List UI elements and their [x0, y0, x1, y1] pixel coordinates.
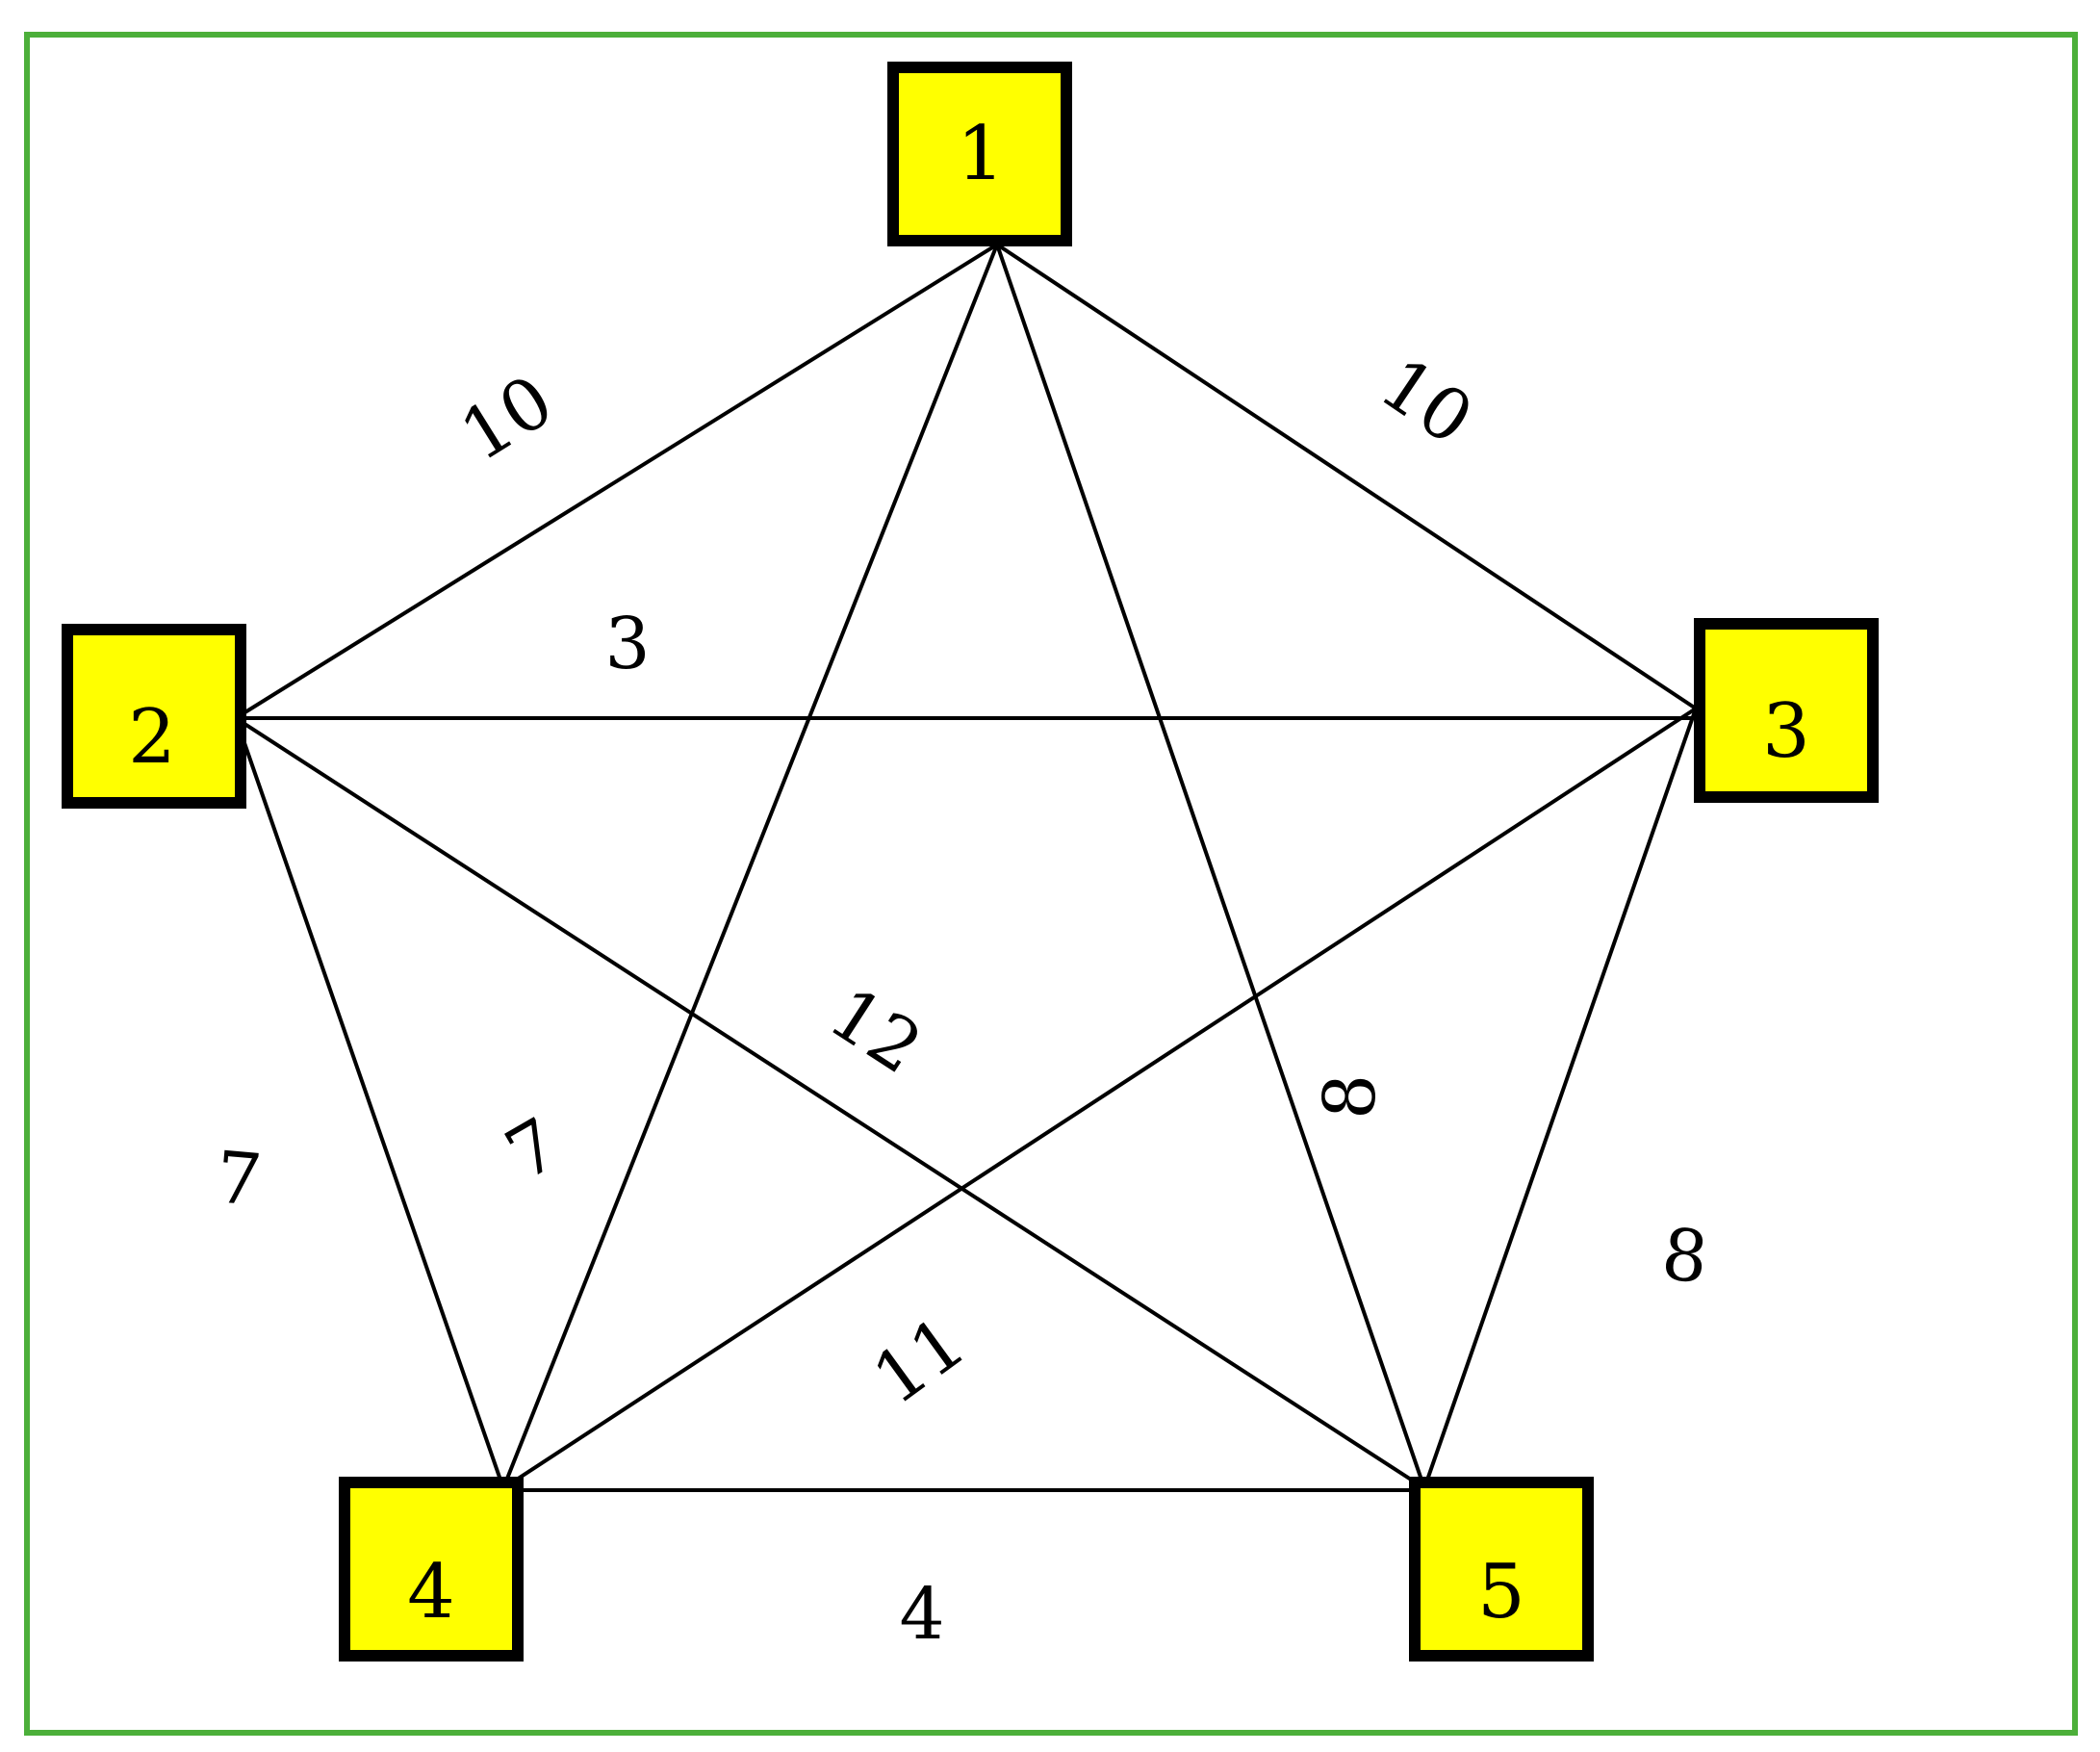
- edge-2-4: [234, 717, 505, 1489]
- node-5: 5: [1409, 1477, 1594, 1662]
- node-3: 3: [1694, 618, 1879, 803]
- edge-label-2-4: 7: [213, 1136, 265, 1223]
- edge-1-3: [995, 243, 1698, 710]
- diagram-frame: [24, 32, 2078, 1736]
- node-4: 4: [339, 1477, 524, 1662]
- node-3-label: 3: [1762, 688, 1810, 775]
- node-2-label: 2: [128, 694, 176, 781]
- edge-label-2-5: 12: [815, 971, 936, 1090]
- edge-label-2-3: 3: [604, 603, 650, 685]
- edge-label-1-3: 10: [1366, 342, 1487, 461]
- edge-1-4: [501, 244, 999, 1489]
- nodes-layer: 1 2 3 4 5: [62, 62, 1879, 1662]
- edge-label-1-5: 8: [1308, 1072, 1393, 1121]
- edges-layer: [234, 243, 1698, 1492]
- edge-label-3-4: 11: [858, 1301, 981, 1421]
- edge-2-5: [234, 716, 1426, 1490]
- node-1-label: 1: [957, 111, 1005, 197]
- edge-labels-layer: 10 10 3 12 7 7 8 8 11 4: [213, 342, 1712, 1656]
- edge-3-5: [1422, 708, 1698, 1489]
- edge-label-1-4: 7: [493, 1102, 574, 1197]
- node-5-label: 5: [1477, 1549, 1525, 1636]
- edge-1-5: [995, 244, 1426, 1489]
- edge-label-3-5: 8: [1658, 1213, 1712, 1300]
- node-2: 2: [62, 624, 246, 809]
- edge-1-2: [234, 243, 999, 720]
- node-1: 1: [887, 62, 1072, 246]
- edge-label-4-5: 4: [899, 1573, 944, 1656]
- edge-label-1-2: 10: [447, 359, 567, 477]
- node-4-label: 4: [407, 1549, 455, 1636]
- edge-3-4: [501, 707, 1698, 1490]
